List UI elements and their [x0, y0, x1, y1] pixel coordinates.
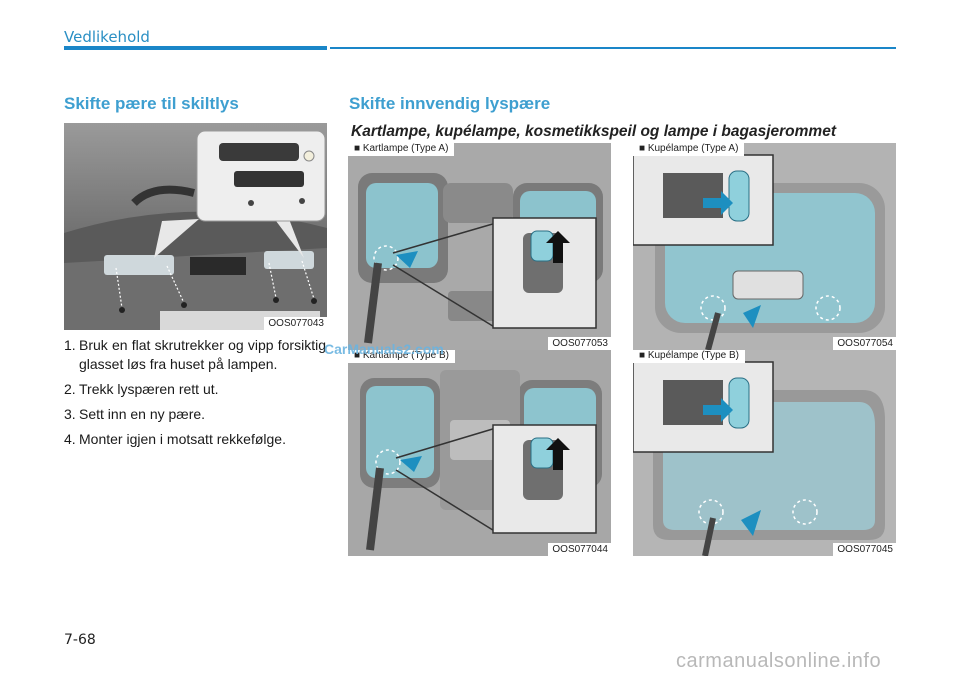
- right-heading: Skifte innvendig lyspære: [349, 94, 551, 113]
- step-item: 3.Sett inn en ny pære.: [64, 406, 206, 422]
- map-lamp-type-a-figure: ■ Kartlampe (Type A) OOS077053: [348, 143, 611, 350]
- dome-lamp-type-a-figure: ■ Kupélampe (Type A) OOS077054: [633, 143, 896, 350]
- header-rule-thin: [330, 47, 896, 49]
- figure-label: ■ Kartlampe (Type A): [348, 143, 455, 156]
- left-heading: Skifte pære til skiltlys: [64, 94, 239, 113]
- right-subtitle: Kartlampe, kupélampe, kosmetikkspeil og …: [351, 123, 836, 140]
- header-rule-thick: [64, 46, 327, 50]
- figure-code: OOS077053: [548, 337, 611, 350]
- watermark-top: CarManuals2.com: [324, 341, 444, 357]
- map-lamp-type-b-figure: ■ Kartlampe (Type B) OOS077044: [348, 350, 611, 556]
- watermark-bottom: carmanualsonline.info: [676, 650, 882, 672]
- steps-list: 1.Bruk en flat skrutrekker og vipp forsi…: [64, 336, 326, 455]
- figure-label: ■ Kartlampe (Type B): [348, 350, 455, 363]
- figure-code: OOS077045: [833, 543, 896, 556]
- figure-code: OOS077043: [264, 317, 327, 330]
- step-item: 1.Bruk en flat skrutrekker og vipp forsi…: [64, 337, 326, 372]
- figure-label: ■ Kupélampe (Type B): [633, 350, 745, 363]
- dome-lamp-type-b-figure: ■ Kupélampe (Type B) OOS077045: [633, 350, 896, 556]
- figure-label: ■ Kupélampe (Type A): [633, 143, 745, 156]
- step-item: 2.Trekk lyspæren rett ut.: [64, 381, 219, 397]
- license-lamp-figure: OOS077043: [64, 123, 327, 330]
- step-item: 4.Monter igjen i motsatt rekkefølge.: [64, 431, 286, 447]
- section-label: Vedlikehold: [64, 28, 150, 46]
- page-number: 7-68: [64, 632, 96, 648]
- figure-code: OOS077044: [548, 543, 611, 556]
- figure-code: OOS077054: [833, 337, 896, 350]
